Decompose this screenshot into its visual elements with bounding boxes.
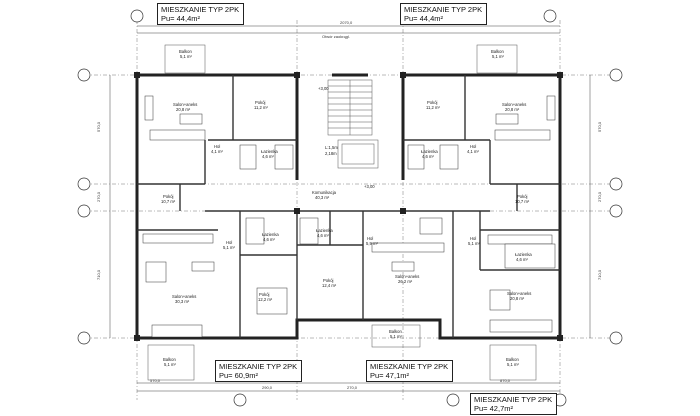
apartment-area: Pu= 47,1m² <box>370 371 409 380</box>
room-lazienka-cl-name: Łazienka <box>262 232 279 237</box>
room-hol-bl-area: 5,1 m² <box>223 245 235 250</box>
dim-right-c: 710,0 <box>597 269 602 280</box>
stair-mark-2: 2,18m <box>325 151 337 156</box>
room-lazienka-tr-name: Łazienka <box>421 149 438 154</box>
apartment-label: MIESZKANIE TYP 2PK Pu= 47,1m² <box>366 360 454 382</box>
apartment-label: MIESZKANIE TYP 2PK Pu= 42,7m² <box>470 393 558 415</box>
room-pokoj-tl-name: Pokój <box>255 100 266 105</box>
room-salon-bm-name: Salon+aneks <box>395 274 419 279</box>
room-salon-tr-name: Salon+aneks <box>502 102 526 107</box>
room-lazienka-cm-area: 4,6 m² <box>317 233 329 238</box>
room-pokoj-bl-name: Pokój <box>259 292 270 297</box>
room-salon-tr-area: 20,8 m² <box>505 107 520 112</box>
room-lazienka-br-name: Łazienka <box>515 252 532 257</box>
room-salon-bm-area: 26,2 m² <box>398 279 413 284</box>
room-pokoj-ml-name: Pokój <box>163 194 174 199</box>
room-balkon-tr-name: Balkon <box>491 49 504 54</box>
apartment-title: MIESZKANIE TYP 2PK <box>219 362 298 371</box>
room-balkon-br-area: 5,1 m² <box>507 362 519 367</box>
apartment-label: MIESZKANIE TYP 2PK Pu= 44,4m² <box>400 3 488 25</box>
columns <box>134 72 563 341</box>
room-balkon-bm-area: 5,1 m² <box>390 334 402 339</box>
room-balkon-tl-area: 5,1 m² <box>180 54 192 59</box>
room-salon-br-area: 20,8 m² <box>510 296 525 301</box>
level-mark-1: +3,00 <box>318 86 329 91</box>
furniture <box>142 95 556 338</box>
room-hol-bm-area: 5,9 m² <box>366 241 378 246</box>
room-lazienka-tl-name: Łazienka <box>261 149 278 154</box>
room-salon-tl-area: 20,8 m² <box>176 107 191 112</box>
stair-mark-1: L:1,5m <box>325 145 338 150</box>
room-hol-br-area: 5,1 m² <box>468 241 480 246</box>
dim-bottom-mid: 290,0 <box>262 385 273 390</box>
apartment-label: MIESZKANIE TYP 2PK Pu= 44,4m² <box>157 3 245 25</box>
dim-bottom-right: 870,0 <box>500 378 511 383</box>
axis-grid <box>85 20 615 400</box>
room-salon-bl-area: 30,3 m² <box>175 299 190 304</box>
room-balkon-br-name: Balkon <box>506 357 519 362</box>
apartment-area: Pu= 44,4m² <box>161 14 200 23</box>
room-hol-tr-area: 4,1 m² <box>467 149 479 154</box>
apartment-title: MIESZKANIE TYP 2PK <box>370 362 449 371</box>
room-pokoj-bl-area: 12,2 m² <box>258 297 273 302</box>
room-salon-tl-name: Salon+aneks <box>173 102 197 107</box>
dim-right-b: 270,0 <box>597 191 602 202</box>
room-balkon-tr-area: 5,1 m² <box>492 54 504 59</box>
dim-left-c: 710,0 <box>96 269 101 280</box>
room-korytarz-name: Komunikacja <box>312 190 337 195</box>
room-pokoj-bc-name: Pokój <box>323 278 334 283</box>
interior-walls <box>137 75 560 338</box>
room-balkon-tl-name: Balkon <box>179 49 192 54</box>
dim-right-a: 570,0 <box>597 121 602 132</box>
room-lazienka-cm-name: Łazienka <box>316 228 333 233</box>
apartment-title: MIESZKANIE TYP 2PK <box>474 395 553 404</box>
room-balkon-bm-name: Balkon <box>389 329 402 334</box>
room-balkon-bl-name: Balkon <box>163 357 176 362</box>
room-lazienka-tr-area: 4,6 m² <box>422 154 434 159</box>
room-pokoj-tr-name: Pokój <box>427 100 438 105</box>
apartment-label: MIESZKANIE TYP 2PK Pu= 60,9m² <box>215 360 303 382</box>
apartment-area: Pu= 42,7m² <box>474 404 513 413</box>
room-hol-tr-name: Hol <box>470 144 476 149</box>
room-labels: Balkon 5,1 m² Balkon 5,1 m² Salon+aneks … <box>161 49 532 367</box>
level-mark-2: +3,00 <box>364 184 375 189</box>
apartment-title: MIESZKANIE TYP 2PK <box>161 5 240 14</box>
dim-top-mid: Otwór zaokrągl. <box>322 34 350 39</box>
room-pokoj-tr-area: 11,2 m² <box>426 105 440 110</box>
room-balkon-bl-area: 5,1 m² <box>164 362 176 367</box>
room-pokoj-tl-area: 11,2 m² <box>254 105 268 110</box>
room-salon-bl-name: Salon+aneks <box>172 294 196 299</box>
axis-markers <box>77 9 623 407</box>
room-hol-tl-area: 4,1 m² <box>211 149 223 154</box>
room-hol-bm-name: Hol <box>367 236 373 241</box>
room-hol-br-name: Hol <box>470 236 476 241</box>
room-hol-bl-name: Hol <box>226 240 232 245</box>
balconies <box>147 44 537 381</box>
dimension-lines <box>109 25 591 392</box>
room-lazienka-br-area: 4,6 m² <box>516 257 528 262</box>
apartment-area: Pu= 60,9m² <box>219 371 258 380</box>
apartment-title: MIESZKANIE TYP 2PK <box>404 5 483 14</box>
room-lazienka-cl-area: 4,6 m² <box>263 237 275 242</box>
room-pokoj-ml-area: 10,7 m² <box>161 199 176 204</box>
room-pokoj-mr-area: 10,7 m² <box>515 199 530 204</box>
apartment-area: Pu= 44,4m² <box>404 14 443 23</box>
room-pokoj-mr-name: Pokój <box>517 194 528 199</box>
room-pokoj-bc-area: 12,4 m² <box>322 283 337 288</box>
dim-left-b: 270,0 <box>96 191 101 202</box>
staircase <box>327 79 379 169</box>
room-lazienka-tl-area: 4,6 m² <box>262 154 274 159</box>
dim-left-a: 570,0 <box>96 121 101 132</box>
dim-top-total: 2070,0 <box>340 20 353 25</box>
dim-bottom-left: 570,0 <box>150 378 161 383</box>
dim-bottom-mid2: 270,0 <box>347 385 358 390</box>
room-korytarz-area: 40,3 m² <box>315 195 330 200</box>
room-hol-tl-name: Hol <box>214 144 220 149</box>
room-salon-br-name: Salon+aneks <box>507 291 531 296</box>
